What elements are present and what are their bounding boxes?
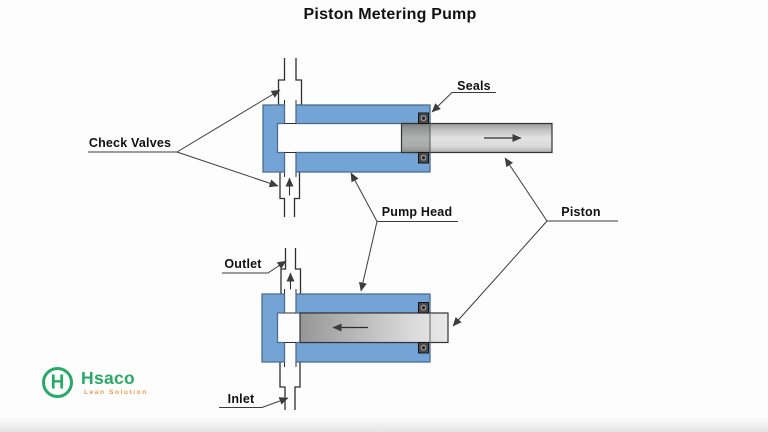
seal-ring-icon	[420, 304, 427, 311]
piston-rod	[400, 122, 553, 154]
leader-lines	[88, 89, 618, 408]
pump-head-left-block	[261, 293, 286, 363]
inlet-leader	[219, 397, 289, 408]
seals-bottom-pump	[418, 302, 429, 354]
pump-head-top-bar	[295, 104, 431, 125]
bottom-pump-lower-pipe	[279, 362, 301, 410]
logo-name: Hsaco	[81, 368, 136, 388]
label-inlet: Inlet	[227, 391, 255, 406]
label-seals: Seals	[457, 78, 491, 93]
seal-ring-icon	[420, 344, 427, 351]
piston-leader-lower	[452, 220, 548, 327]
top-pump-upper-pipe	[277, 58, 303, 106]
check-valves-leader-lower	[176, 151, 279, 188]
logo-circle-icon: H	[42, 367, 73, 398]
pump-head-leader-lower	[359, 221, 378, 292]
seals-leader	[431, 92, 496, 113]
chamber-channel-lines	[284, 312, 296, 343]
seal-ring-icon	[420, 115, 427, 122]
pump-head-top-bar	[295, 293, 431, 314]
logo-monogram: H	[50, 371, 65, 394]
check-valve-seat-lines	[284, 289, 297, 367]
brand-logo: H Hsaco Lean Solution	[42, 366, 172, 406]
bottom-edge-shade	[0, 417, 768, 432]
check-valves-leader-upper	[176, 89, 281, 153]
top-pump	[262, 58, 553, 217]
seals-top-pump	[418, 112, 429, 164]
seal-ring-icon	[420, 154, 427, 161]
chamber-channel-lines	[284, 123, 296, 153]
logo-tagline: Lean Solution	[84, 389, 148, 396]
bottom-pump	[261, 248, 449, 410]
label-piston: Piston	[561, 204, 601, 219]
outlet-leader	[222, 260, 287, 274]
page-title: Piston Metering Pump	[303, 6, 477, 23]
piston-inner-section	[401, 123, 430, 153]
label-check-valves: Check Valves	[88, 135, 172, 150]
label-pump-head: Pump Head	[381, 205, 453, 219]
pump-head-bottom-bar	[295, 151, 431, 173]
check-valve-seat-lines	[284, 100, 297, 177]
piston-rod	[299, 312, 449, 344]
pump-head-left-block	[262, 104, 286, 173]
top-pump-lower-pipe	[279, 172, 301, 217]
label-outlet: Outlet	[224, 256, 262, 271]
pump-head-bottom-bar	[295, 341, 431, 363]
